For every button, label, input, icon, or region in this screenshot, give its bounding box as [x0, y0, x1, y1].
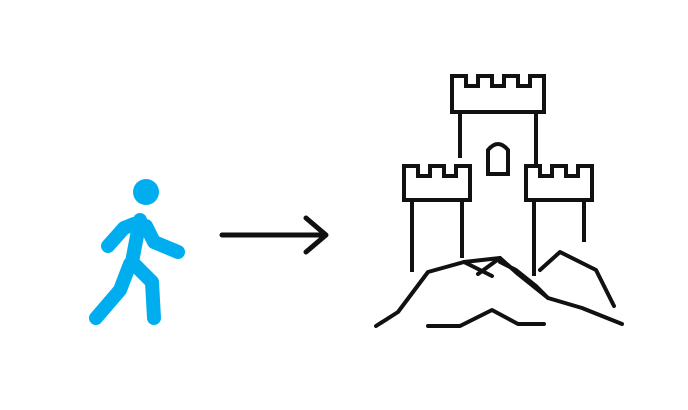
castle-icon	[374, 74, 624, 328]
arrow-right-icon	[219, 215, 329, 255]
person-walking-icon	[89, 179, 185, 325]
